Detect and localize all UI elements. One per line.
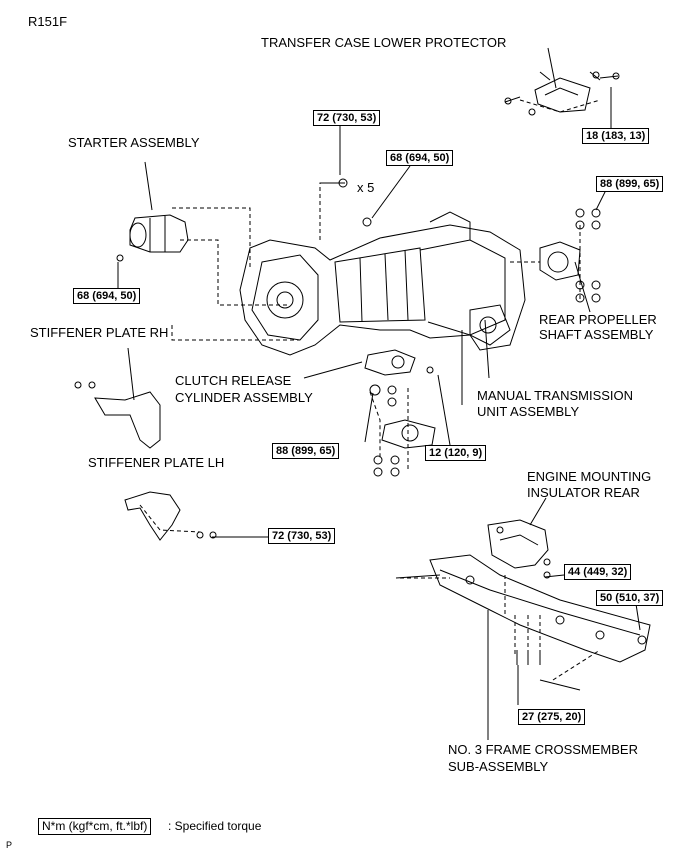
torque-callout: 18 (183, 13) (582, 128, 650, 144)
torque-callout: 12 (120, 9) (425, 445, 487, 461)
legend-unit-box: N*m (kgf*cm, ft.*lbf) (38, 818, 152, 835)
label-clutch-release-cylinder: CLUTCH RELEASE (175, 373, 292, 388)
legend-description: : Specified torque (168, 819, 262, 833)
corner-mark: P (6, 840, 13, 850)
label-stiffener-plate-lh: STIFFENER PLATE LH (88, 455, 225, 470)
torque-callout: 50 (510, 37) (596, 590, 664, 606)
torque-callout: 88 (899, 65) (272, 443, 340, 459)
model-code: R151F (28, 14, 68, 29)
label-rear-propeller-shaft: REAR PROPELLER (539, 312, 657, 327)
label-frame-crossmember: NO. 3 FRAME CROSSMEMBER (448, 742, 638, 757)
torque-callout: 44 (449, 32) (564, 564, 632, 580)
label-engine-mounting-insulator: ENGINE MOUNTING (527, 469, 652, 484)
label-frame-crossmember: SUB-ASSEMBLY (448, 759, 549, 774)
torque-callout: 88 (899, 65) (596, 176, 664, 192)
label-clutch-release-cylinder: CYLINDER ASSEMBLY (175, 390, 313, 405)
label-engine-mounting-insulator: INSULATOR REAR (527, 485, 640, 500)
label-transfer-case-lower-protector: TRANSFER CASE LOWER PROTECTOR (261, 35, 507, 50)
label-manual-transmission: UNIT ASSEMBLY (477, 404, 580, 419)
label-starter-assembly: STARTER ASSEMBLY (68, 135, 200, 150)
label-rear-propeller-shaft: SHAFT ASSEMBLY (539, 327, 654, 342)
label-manual-transmission: MANUAL TRANSMISSION (477, 388, 634, 403)
label-stiffener-plate-rh: STIFFENER PLATE RH (30, 325, 169, 340)
torque-callout: 27 (275, 20) (518, 709, 586, 725)
torque-callout: 72 (730, 53) (268, 528, 336, 544)
torque-callout: 72 (730, 53) (313, 110, 381, 126)
torque-callout: 68 (694, 50) (386, 150, 454, 166)
torque-callout: 68 (694, 50) (73, 288, 141, 304)
bolt-count: x 5 (357, 180, 375, 195)
